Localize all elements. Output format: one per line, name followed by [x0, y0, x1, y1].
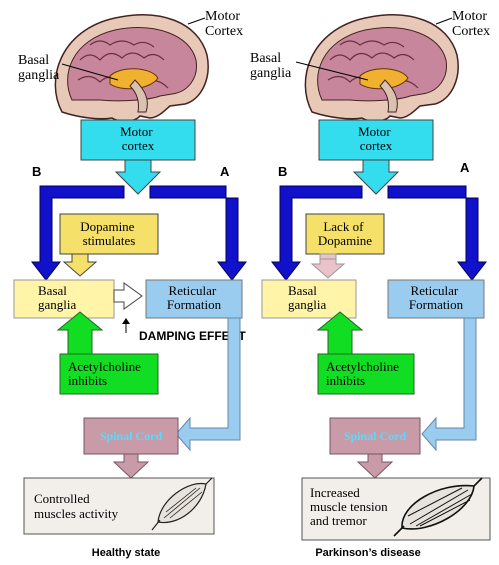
caption-healthy: Healthy state [92, 547, 160, 559]
svg-text:Basal ganglia: Basal ganglia [38, 283, 76, 312]
basal-ganglia-label-line: Basal [18, 53, 49, 68]
acetylcholine-box [317, 353, 415, 395]
svg-text:Increased muscle tension: Increased muscle tension and tremor [310, 485, 391, 528]
dopamine-box-line: Dopamine [80, 219, 134, 234]
basal-ganglia-label: Basal ganglia [18, 53, 60, 83]
basal-ganglia-box [13, 279, 115, 319]
acetylcholine-box-line: Acetylcholine [68, 359, 141, 374]
muscle-box-line: Increased [310, 485, 360, 500]
panel-parkinsons: Motor Cortex Basal ganglia Motor cortex … [250, 9, 491, 559]
spinal-cord-label: Spinal Cord [344, 429, 407, 443]
svg-text:Motor cortex: Motor cortex [358, 124, 394, 153]
reticular-box-line: Reticular [169, 283, 217, 298]
caption-parkinsons: Parkinson’s disease [315, 547, 420, 559]
svg-text:Motor cortex: Motor cortex [120, 124, 156, 153]
svg-text:Reticular Formation: Reticular Formation [167, 283, 222, 312]
muscle-box-line: muscles activity [34, 506, 119, 521]
spinal-cord-box [329, 417, 421, 455]
path-b-arrow [270, 185, 363, 281]
reticular-box-line: Formation [167, 297, 222, 312]
reticular-box-line: Reticular [411, 283, 459, 298]
acetylcholine-box-line: inhibits [326, 373, 365, 388]
motor-cortex-box [318, 119, 434, 161]
basal-ganglia-label-line: ganglia [18, 68, 60, 83]
path-b-arrow [30, 185, 125, 281]
spinal-cord-label: Spinal Cord [100, 429, 163, 443]
muscle-box-line: and tremor [310, 513, 367, 528]
dopamine-box [59, 213, 159, 255]
motor-cortex-label: Motor Cortex [205, 9, 244, 39]
svg-text:Dopamine stimulates: Dopamine stimulates [80, 219, 137, 248]
acetylcholine-box-line: Acetylcholine [326, 359, 399, 374]
path-a-arrow [387, 185, 488, 281]
svg-text:Lack of Dopamine: Lack of Dopamine [318, 219, 372, 248]
dopamine-box-line: Lack of [323, 219, 364, 234]
motor-cortex-label: Motor Cortex [452, 9, 491, 39]
basal-ganglia-box-line: ganglia [288, 297, 326, 312]
motor-cortex-box-line: Motor [120, 124, 153, 139]
motor-cortex-box-line: cortex [122, 138, 155, 153]
basal-ganglia-label: Basal ganglia [250, 51, 292, 81]
dopamine-box-line: Dopamine [318, 233, 372, 248]
muscle-icon [393, 477, 483, 537]
muscle-box-line: muscle tension [310, 499, 388, 514]
svg-text:Acetylcholine inhibits: Acetylcholine inhibits [326, 359, 402, 388]
svg-text:Reticular Formation: Reticular Formation [409, 283, 464, 312]
motor-cortex-box-line: cortex [360, 138, 393, 153]
path-b-label: B [32, 164, 41, 179]
spinal-cord-box [83, 417, 179, 455]
motor-cortex-label-line: Cortex [205, 24, 243, 39]
reticular-box-line: Formation [409, 297, 464, 312]
lack-of-dopamine-box [305, 213, 385, 255]
damping-effect-label: DAMPING EFFECT [139, 329, 246, 343]
brain-illustration [304, 14, 459, 122]
svg-text:Controlled muscles activ: Controlled muscles activity [34, 491, 119, 521]
motor-cortex-label-line: Motor [205, 9, 240, 24]
brain-illustration [54, 14, 209, 122]
motor-cortex-label-line: Motor [452, 9, 487, 24]
basal-ganglia-box-line: ganglia [38, 297, 76, 312]
path-a-label: A [460, 160, 470, 175]
basal-ganglia-label-line: Basal [250, 51, 281, 66]
reticular-formation-box [145, 279, 243, 319]
svg-text:Acetylcholine inhibits: Acetylcholine inhibits [68, 359, 144, 388]
path-b-label: B [278, 164, 287, 179]
acetylcholine-box [59, 353, 159, 395]
basal-ganglia-label-line: ganglia [250, 66, 292, 81]
panel-healthy: Motor Cortex Basal ganglia Motor cortex … [13, 9, 248, 559]
acetylcholine-box-line: inhibits [68, 373, 107, 388]
motor-cortex-box [80, 119, 196, 161]
svg-text:Basal ganglia: Basal ganglia [288, 283, 326, 312]
motor-cortex-box-line: Motor [358, 124, 391, 139]
basal-ganglia-box-line: Basal [38, 283, 67, 298]
basal-ganglia-box-line: Basal [288, 283, 317, 298]
dopamine-box-line: stimulates [83, 233, 136, 248]
reticular-formation-box [387, 279, 485, 319]
muscle-box-line: Controlled [34, 491, 90, 506]
muscle-icon [151, 477, 213, 531]
path-a-label: A [220, 164, 230, 179]
path-a-arrow [149, 185, 248, 281]
motor-cortex-label-line: Cortex [452, 24, 490, 39]
